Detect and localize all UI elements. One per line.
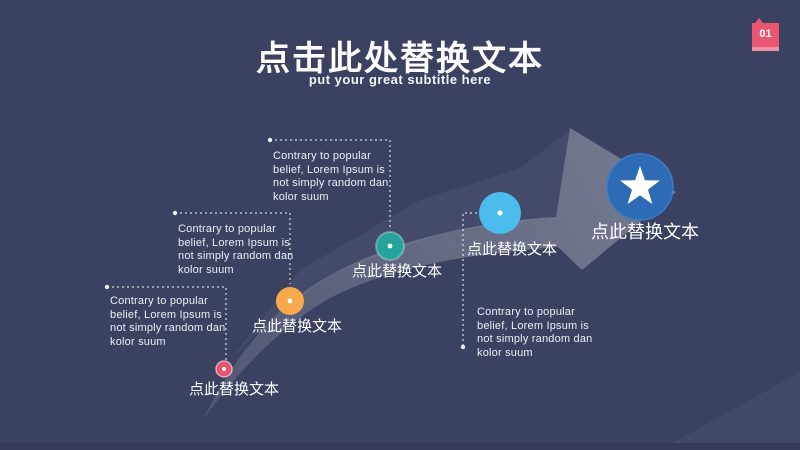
milestone-description-2[interactable]: Contrary to popular belief, Lorem Ipsum … [178, 223, 294, 276]
corner-decor [660, 372, 800, 450]
connector-end-dot-3 [267, 137, 273, 143]
milestone-dot-4-center [497, 210, 503, 216]
badge-stripe [752, 47, 779, 51]
milestone-label-1[interactable]: 点此替换文本 [189, 381, 280, 398]
milestone-label-5[interactable]: 点此替换文本 [591, 222, 699, 242]
milestone-label-3[interactable]: 点此替换文本 [352, 263, 443, 280]
milestone-description-4[interactable]: Contrary to popular belief, Lorem Ipsum … [477, 306, 593, 359]
milestone-dot-1-center [222, 367, 226, 371]
connector-end-dot-2 [172, 210, 178, 216]
milestone-description-1[interactable]: Contrary to popular belief, Lorem Ipsum … [110, 295, 226, 348]
footer-bar [0, 443, 800, 450]
connector-line-2 [175, 212, 291, 284]
page-number: 01 [759, 28, 772, 40]
milestone-label-4[interactable]: 点此替换文本 [467, 241, 558, 258]
connector-end-dot-1 [104, 284, 110, 290]
connector-line-3 [270, 139, 391, 229]
slide-title[interactable]: 点击此处替换文本 [256, 40, 544, 78]
milestone-label-2[interactable]: 点此替换文本 [252, 318, 343, 335]
page-number-badge: 01 [752, 18, 779, 51]
slide-subtitle[interactable]: put your great subtitle here [308, 72, 492, 87]
star-icon [620, 166, 660, 204]
connector-end-dot-4 [460, 344, 466, 350]
milestone-description-3[interactable]: Contrary to popular belief, Lorem Ipsum … [273, 150, 389, 203]
milestone-dot-3-center [387, 243, 393, 249]
milestone-dot-2-center [287, 298, 293, 304]
